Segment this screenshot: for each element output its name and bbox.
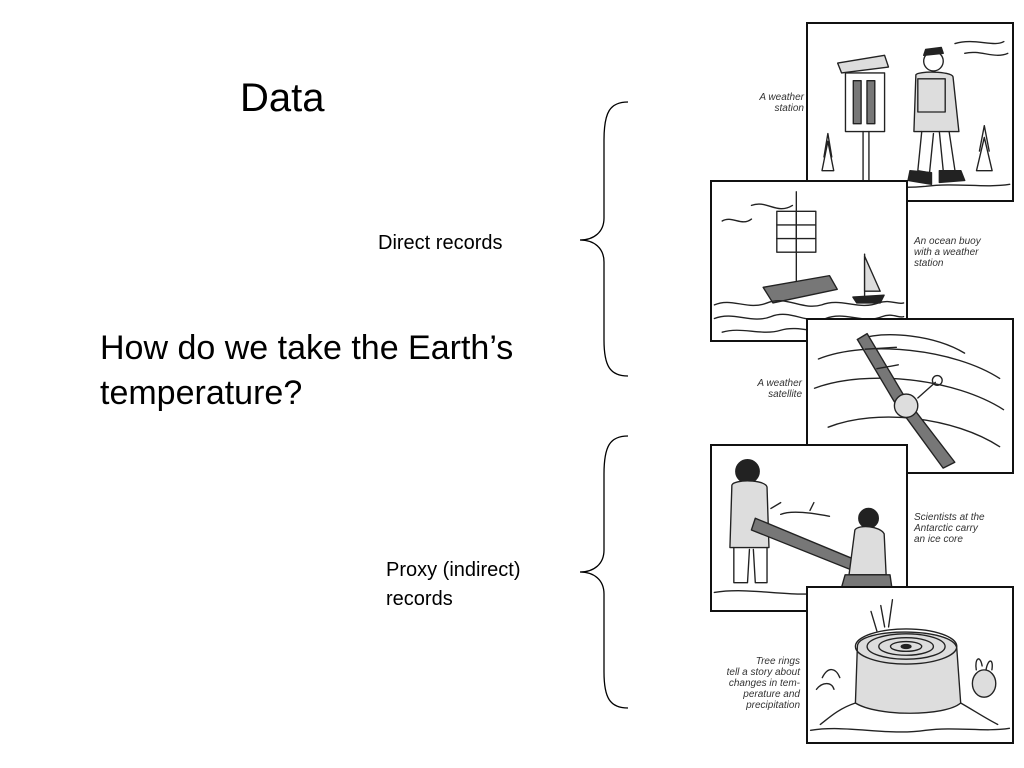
weather-satellite-caption: A weather satellite (757, 378, 802, 400)
ocean-buoy-illustration (710, 180, 908, 342)
weather-station-drawing (809, 40, 1011, 188)
ocean-buoy-drawing (713, 191, 905, 333)
tree-stump-drawing (809, 599, 1011, 733)
ice-core-drawing (713, 458, 905, 595)
proxy-records-brace (579, 435, 629, 709)
direct-records-label: Direct records (378, 232, 503, 254)
ice-core-caption: Scientists at the Antarctic carry an ice… (914, 512, 985, 545)
weather-satellite-drawing (813, 332, 1005, 469)
proxy-records-label: Proxy (indirect) records (386, 556, 520, 614)
proxy-label-line1: Proxy (indirect) (386, 559, 521, 581)
weather-satellite-illustration (806, 318, 1014, 474)
tree-rings-illustration (806, 586, 1014, 744)
proxy-label-line2: records (386, 588, 453, 610)
weather-station-caption: A weather station (759, 92, 804, 114)
slide-question: How do we take the Earth’s temperature? (100, 329, 514, 412)
tree-rings-caption: Tree rings tell a story about changes in… (726, 656, 800, 711)
slide-title: Data (240, 76, 325, 120)
ocean-buoy-caption: An ocean buoy with a weather station (914, 236, 981, 269)
direct-records-brace (579, 101, 629, 377)
weather-station-illustration (806, 22, 1014, 202)
